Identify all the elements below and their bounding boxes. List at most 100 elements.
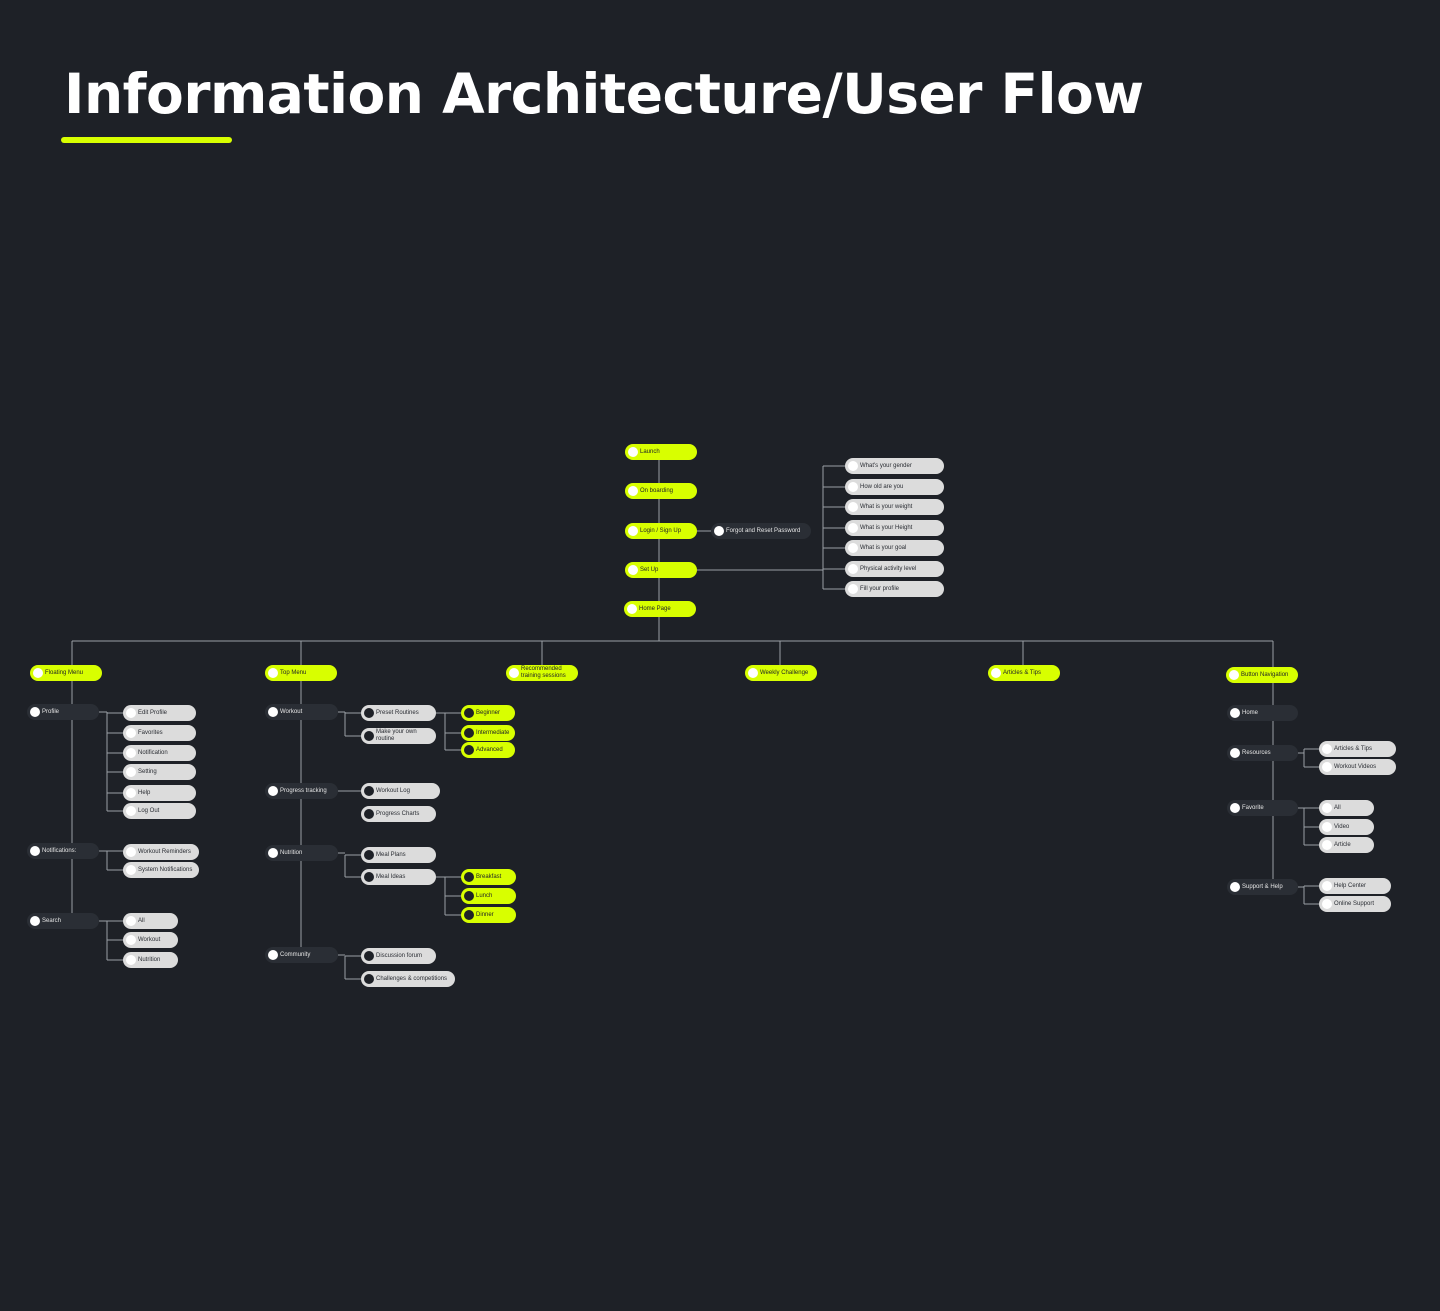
- node-dot-icon: [628, 526, 638, 536]
- node-dot-icon: [464, 891, 474, 901]
- node-dot-icon: [364, 809, 374, 819]
- profile-item[interactable]: Favorites: [123, 725, 196, 741]
- community-item[interactable]: Discussion forum: [361, 948, 436, 964]
- setup-item[interactable]: What's your gender: [845, 458, 944, 474]
- meal-ideas-node[interactable]: Meal Ideas: [361, 869, 436, 885]
- articles-tips-node[interactable]: Articles & Tips: [988, 665, 1060, 681]
- page-title: Information Architecture/User Flow: [64, 62, 1144, 126]
- resource-item[interactable]: Articles & Tips: [1319, 741, 1396, 757]
- notification-item[interactable]: System Notifications: [123, 862, 199, 878]
- floating-menu-node[interactable]: Floating Menu: [30, 665, 102, 681]
- node-label: Physical activity level: [860, 565, 917, 572]
- node-dot-icon: [1322, 762, 1332, 772]
- make-routine-node[interactable]: Make your own routine: [361, 728, 436, 744]
- onboarding-node[interactable]: On boarding: [625, 483, 697, 499]
- node-label: All: [138, 917, 145, 924]
- nutrition-node[interactable]: Nutrition: [265, 845, 338, 861]
- level-item[interactable]: Intermediate: [461, 725, 515, 741]
- node-label: Notification: [138, 749, 168, 756]
- search-item[interactable]: Nutrition: [123, 952, 178, 968]
- progress-item[interactable]: Workout Log: [361, 783, 440, 799]
- meal-plans-node[interactable]: Meal Plans: [361, 847, 436, 863]
- search-node[interactable]: Search: [27, 913, 99, 929]
- profile-item[interactable]: Log Out: [123, 803, 196, 819]
- notifications-node[interactable]: Notifications:: [27, 843, 99, 859]
- resource-item[interactable]: Workout Videos: [1319, 759, 1396, 775]
- node-label: Advanced: [476, 746, 503, 753]
- preset-routines-node[interactable]: Preset Routines: [361, 705, 436, 721]
- launch-node[interactable]: Launch: [625, 444, 697, 460]
- forgot-password-node[interactable]: Forgot and Reset Password: [711, 523, 811, 539]
- node-dot-icon: [1322, 840, 1332, 850]
- profile-item[interactable]: Notification: [123, 745, 196, 761]
- node-dot-icon: [126, 788, 136, 798]
- favorite-node[interactable]: Favorite: [1227, 800, 1298, 816]
- setup-item[interactable]: Fill your profile: [845, 581, 944, 597]
- button-navigation-node[interactable]: Button Navigation: [1226, 667, 1298, 683]
- weekly-challenge-node[interactable]: Weekly Challenge: [745, 665, 817, 681]
- node-label: Meal Plans: [376, 851, 406, 858]
- search-item[interactable]: Workout: [123, 932, 178, 948]
- progress-item[interactable]: Progress Charts: [361, 806, 436, 822]
- node-dot-icon: [464, 745, 474, 755]
- node-label: Article: [1334, 841, 1351, 848]
- node-dot-icon: [848, 482, 858, 492]
- notification-item[interactable]: Workout Reminders: [123, 844, 199, 860]
- favorite-item[interactable]: Video: [1319, 819, 1374, 835]
- node-dot-icon: [268, 786, 278, 796]
- node-label: Resources: [1242, 749, 1271, 756]
- node-dot-icon: [268, 707, 278, 717]
- setup-item[interactable]: Physical activity level: [845, 561, 944, 577]
- support-item[interactable]: Help Center: [1319, 878, 1391, 894]
- favorite-item[interactable]: Article: [1319, 837, 1374, 853]
- node-label: Home: [1242, 709, 1259, 716]
- recommended-node[interactable]: Recommended training sessions: [506, 665, 578, 681]
- node-label: Setting: [138, 768, 157, 775]
- profile-item[interactable]: Edit Profile: [123, 705, 196, 721]
- node-label: Notifications:: [42, 847, 77, 854]
- setup-item[interactable]: What is your Height: [845, 520, 944, 536]
- node-label: What is your goal: [860, 544, 907, 551]
- node-dot-icon: [848, 564, 858, 574]
- node-label: Dinner: [476, 911, 494, 918]
- top-menu-node[interactable]: Top Menu: [265, 665, 337, 681]
- node-label: What is your weight: [860, 503, 913, 510]
- meal-item[interactable]: Breakfast: [461, 869, 516, 885]
- favorite-item[interactable]: All: [1319, 800, 1374, 816]
- search-item[interactable]: All: [123, 913, 178, 929]
- resources-node[interactable]: Resources: [1227, 745, 1298, 761]
- level-item[interactable]: Beginner: [461, 705, 515, 721]
- node-label: Help Center: [1334, 882, 1367, 889]
- progress-tracking-node[interactable]: Progress tracking: [265, 783, 338, 799]
- node-dot-icon: [268, 668, 278, 678]
- node-dot-icon: [1230, 882, 1240, 892]
- node-label: All: [1334, 804, 1341, 811]
- node-label: Floating Menu: [45, 669, 84, 676]
- support-help-node[interactable]: Support & Help: [1227, 879, 1298, 895]
- node-dot-icon: [364, 951, 374, 961]
- support-item[interactable]: Online Support: [1319, 896, 1391, 912]
- level-item[interactable]: Advanced: [461, 742, 515, 758]
- login-node[interactable]: Login / Sign Up: [625, 523, 697, 539]
- node-dot-icon: [464, 728, 474, 738]
- community-node[interactable]: Community: [265, 947, 338, 963]
- meal-item[interactable]: Lunch: [461, 888, 516, 904]
- node-label: Workout Reminders: [138, 848, 191, 855]
- setup-node[interactable]: Set Up: [625, 562, 697, 578]
- profile-item[interactable]: Help: [123, 785, 196, 801]
- meal-item[interactable]: Dinner: [461, 907, 516, 923]
- setup-item[interactable]: What is your goal: [845, 540, 944, 556]
- node-dot-icon: [464, 910, 474, 920]
- node-dot-icon: [126, 865, 136, 875]
- setup-item[interactable]: How old are you: [845, 479, 944, 495]
- profile-item[interactable]: Setting: [123, 764, 196, 780]
- node-label: Button Navigation: [1241, 671, 1289, 678]
- profile-node[interactable]: Profile: [27, 704, 99, 720]
- setup-item[interactable]: What is your weight: [845, 499, 944, 515]
- node-dot-icon: [364, 731, 374, 741]
- community-item[interactable]: Challenges & competitions: [361, 971, 455, 987]
- nav-home-node[interactable]: Home: [1227, 705, 1298, 721]
- node-label: Progress tracking: [280, 787, 327, 794]
- workout-node[interactable]: Workout: [265, 704, 338, 720]
- home-page-node[interactable]: Home Page: [624, 601, 696, 617]
